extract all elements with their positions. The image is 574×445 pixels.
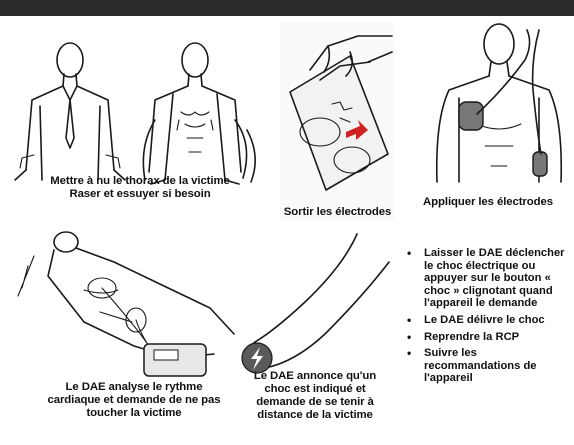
caption-line: choc est indiqué et — [235, 383, 395, 396]
list-item: Reprendre la RCP — [404, 331, 570, 344]
list-item: Laisser le DAE déclencher le choc électr… — [404, 247, 570, 310]
caption-line: Mettre à nu le thorax de la victime — [20, 175, 260, 188]
panel-2-caption: Sortir les électrodes — [274, 206, 401, 219]
top-strip — [0, 0, 574, 16]
caption-line: toucher la victime — [14, 407, 254, 420]
list-item: Suivre les recommandations de l'appareil — [404, 347, 570, 385]
caption-line: Le DAE analyse le rythme — [14, 381, 254, 394]
aed-analysis-icon — [14, 226, 254, 376]
list-item: Le DAE délivre le choc — [404, 314, 570, 327]
panel-3-caption: Appliquer les électrodes — [403, 196, 573, 209]
panel-undress-thorax: Mettre à nu le thorax de la victime Rase… — [0, 20, 270, 225]
panel-apply-electrodes: Appliquer les électrodes — [415, 20, 574, 225]
caption-line: cardiaque et demande de ne pas — [14, 394, 254, 407]
man-undressed-icon — [0, 20, 270, 185]
steps-list: Laisser le DAE déclencher le choc électr… — [404, 247, 570, 389]
panel-5-caption: Le DAE annonce qu'un choc est indiqué et… — [235, 370, 395, 422]
caption-line: Le DAE annonce qu'un — [235, 370, 395, 383]
caption-line: Appliquer les électrodes — [403, 196, 573, 209]
panel-electrodes-out: Sortir les électrodes — [280, 22, 395, 220]
panel-shock-indicated: Le DAE annonce qu'un choc est indiqué et… — [235, 226, 395, 444]
finger-shock-button-icon — [235, 226, 395, 376]
torso-electrodes-icon — [415, 20, 574, 190]
panel-1-caption: Mettre à nu le thorax de la victime Rase… — [20, 175, 260, 201]
panel-aed-analysis: Le DAE analyse le rythme cardiaque et de… — [14, 226, 254, 444]
caption-line: distance de la victime — [235, 409, 395, 422]
caption-line: demande de se tenir à — [235, 396, 395, 409]
caption-line: Raser et essuyer si besoin — [20, 188, 260, 201]
panel-4-caption: Le DAE analyse le rythme cardiaque et de… — [14, 381, 254, 420]
hands-electrodes-icon — [280, 22, 395, 192]
caption-line: Sortir les électrodes — [274, 206, 401, 219]
